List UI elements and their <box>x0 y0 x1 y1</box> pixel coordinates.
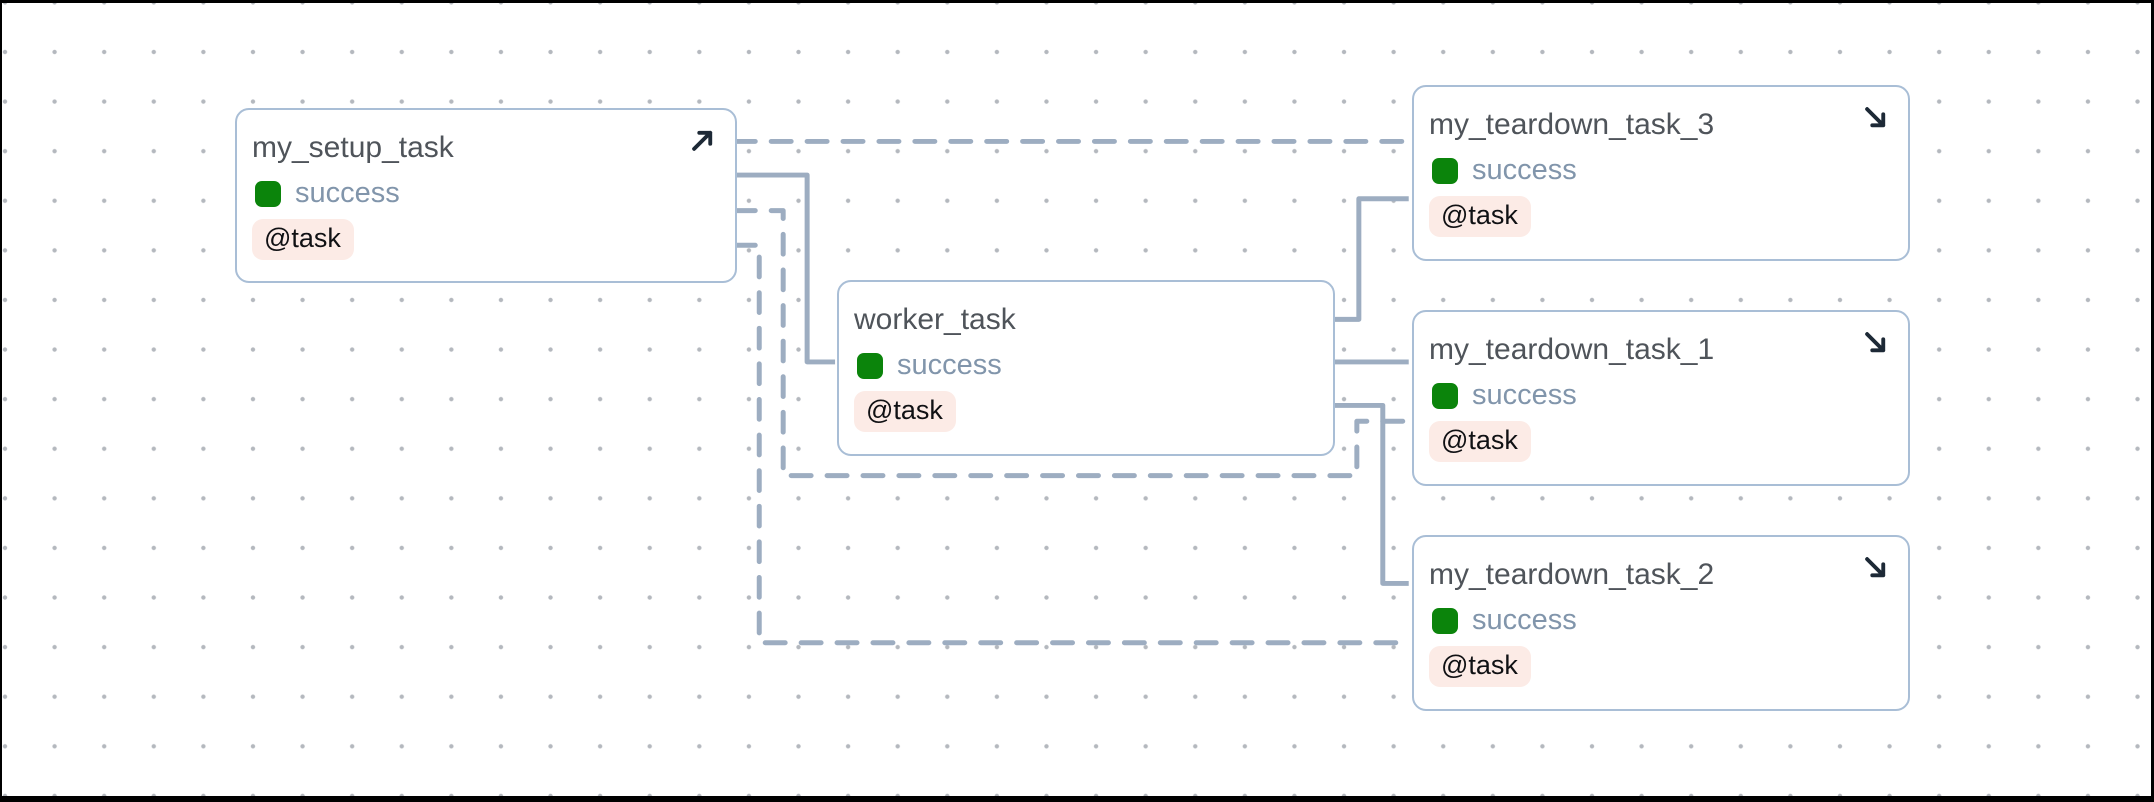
edge-my_setup_task-to-my_teardown_task_2 <box>732 242 1412 646</box>
badge-row: @task <box>1429 646 1892 687</box>
arrow-down-right-icon <box>1865 332 1886 353</box>
task-title: my_teardown_task_3 <box>1429 108 1715 141</box>
task-title: worker_task <box>854 303 1016 336</box>
badge-row: @task <box>1429 196 1892 237</box>
badge-row: @task <box>1429 421 1892 462</box>
status-label: success <box>295 177 400 209</box>
status-color-square <box>857 352 883 379</box>
status-color-square <box>1432 607 1458 634</box>
task-status-row: success <box>1432 604 1892 637</box>
task-decorator-badge: @task <box>1429 646 1531 687</box>
edge-my_setup_task-to-my_teardown_task_1 <box>732 208 1412 479</box>
task-status-row: success <box>1432 379 1892 412</box>
status-color-square <box>1432 382 1458 409</box>
badge-row: @task <box>252 219 719 260</box>
task-status-row: success <box>857 349 1317 382</box>
task-title: my_teardown_task_2 <box>1429 558 1715 591</box>
task-node-my_teardown_task_1[interactable]: my_teardown_task_1 success @task <box>1412 310 1910 486</box>
task-decorator-badge: @task <box>252 219 354 260</box>
arrow-up-right-icon <box>692 130 713 151</box>
status-label: success <box>1472 604 1577 636</box>
task-title: my_setup_task <box>252 131 454 164</box>
badge-row: @task <box>854 391 1317 432</box>
task-status-row: success <box>1432 154 1892 187</box>
edge-worker_task-to-my_teardown_task_2 <box>1331 402 1409 586</box>
edge-my_setup_task-to-worker_task <box>735 172 836 365</box>
task-node-worker_task[interactable]: worker_task success @task <box>837 280 1335 456</box>
status-color-square <box>255 180 281 207</box>
arrow-down-right-icon <box>1865 107 1886 128</box>
status-label: success <box>1472 379 1577 411</box>
task-decorator-badge: @task <box>854 391 956 432</box>
task-node-my_teardown_task_2[interactable]: my_teardown_task_2 success @task <box>1412 535 1910 711</box>
edge-worker_task-to-my_teardown_task_3 <box>1331 196 1409 322</box>
status-color-square <box>1432 157 1458 184</box>
status-label: success <box>1472 154 1577 186</box>
status-label: success <box>897 349 1002 381</box>
arrow-down-right-icon <box>1865 557 1886 578</box>
task-title: my_teardown_task_1 <box>1429 333 1715 366</box>
task-node-my_setup_task[interactable]: my_setup_task success @task <box>235 108 737 283</box>
task-status-row: success <box>255 177 719 210</box>
task-node-my_teardown_task_3[interactable]: my_teardown_task_3 success @task <box>1412 85 1910 261</box>
task-decorator-badge: @task <box>1429 421 1531 462</box>
task-decorator-badge: @task <box>1429 196 1531 237</box>
edge-layer <box>732 138 1412 646</box>
